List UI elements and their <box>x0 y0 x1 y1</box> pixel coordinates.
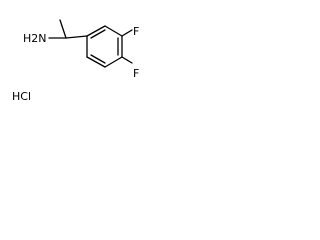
fluorine-label-1: F <box>133 25 139 38</box>
bond-group <box>48 19 133 68</box>
ring-bond-5 <box>86 56 106 68</box>
structure-canvas: H2N F F HCl <box>0 0 167 120</box>
salt-label: HCl <box>12 90 31 103</box>
ring-double-3 <box>90 54 106 64</box>
ring-bond-1 <box>86 25 106 37</box>
molecule-structure: H2N F F HCl <box>12 19 139 103</box>
bond-fluorine-2 <box>121 56 133 64</box>
fluorine-label-2: F <box>133 67 139 80</box>
bond-fluorine-1 <box>121 29 133 37</box>
amine-label: H2N <box>23 32 47 45</box>
ring-bond-2 <box>104 25 123 37</box>
ring-double-1 <box>90 29 106 39</box>
bond-methyl <box>59 19 67 39</box>
ring-bond-4 <box>104 56 123 68</box>
bond-ring-attach <box>65 35 88 39</box>
